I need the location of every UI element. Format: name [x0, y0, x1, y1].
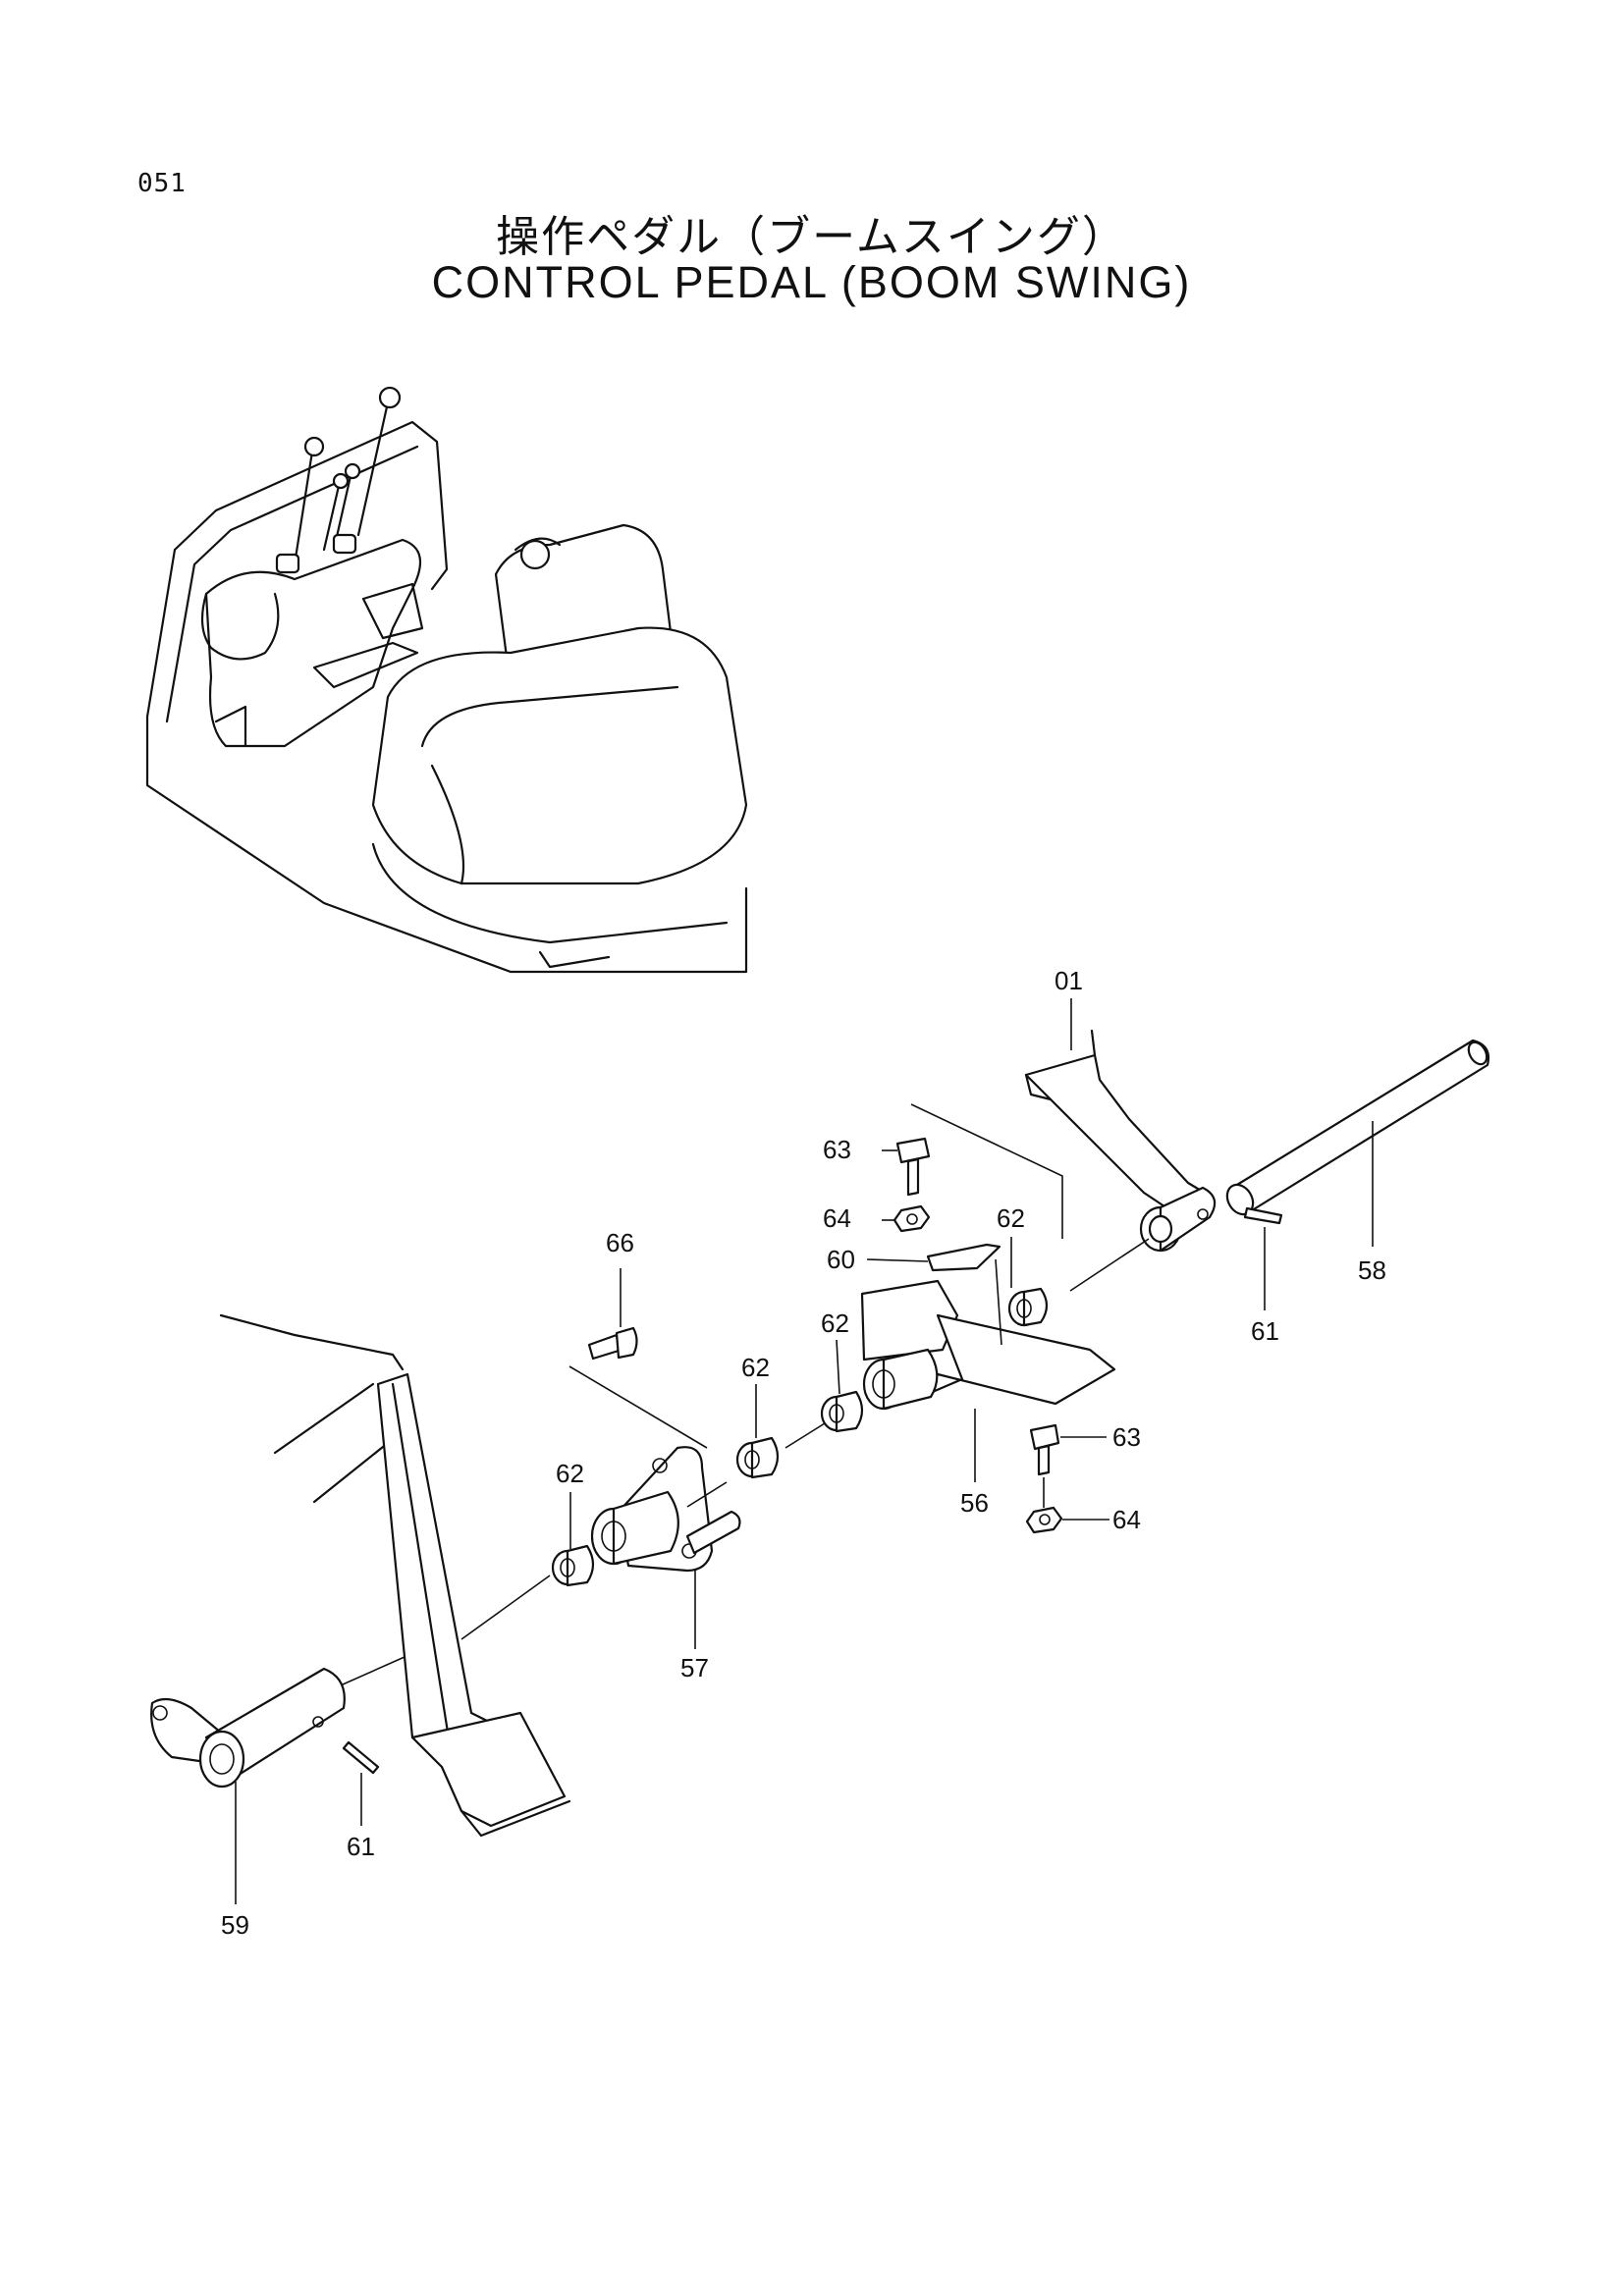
operator-station-overview [145, 386, 748, 974]
part-63-bolt-lower [1029, 1423, 1060, 1476]
part-61-pin-upper [1243, 1206, 1283, 1225]
callout-62-left: 62 [556, 1459, 584, 1488]
part-01-pedal [1024, 1029, 1215, 1214]
part-62-bushing-c [735, 1436, 780, 1479]
part-57-flange [590, 1446, 741, 1573]
part-58-shaft [1225, 1039, 1490, 1216]
pedal-arm-and-floor-bracket [219, 1313, 571, 1838]
part-62-bushing-a [1007, 1287, 1049, 1327]
callout-62-middle: 62 [821, 1308, 849, 1338]
part-59-lever [150, 1667, 346, 1789]
part-pedal-boss [1139, 1186, 1217, 1253]
part-62-bushing-d [551, 1544, 595, 1587]
part-66-bolt [587, 1326, 638, 1361]
part-64-nut-upper [893, 1204, 931, 1233]
part-60-plate [926, 1243, 1001, 1272]
callout-56: 56 [960, 1488, 989, 1518]
callout-63-upper: 63 [823, 1135, 851, 1164]
callout-60: 60 [827, 1245, 855, 1274]
part-63-bolt-upper [895, 1137, 931, 1197]
callout-63-lower: 63 [1112, 1422, 1141, 1452]
callout-66: 66 [606, 1228, 634, 1257]
title-english: CONTROL PEDAL (BOOM SWING) [431, 257, 1192, 307]
callout-64-lower: 64 [1112, 1505, 1141, 1534]
part-62-bushing-b [820, 1390, 864, 1433]
callout-57: 57 [680, 1653, 709, 1682]
callout-62-center: 62 [741, 1353, 770, 1382]
part-56-bracket [860, 1279, 1116, 1411]
callout-58: 58 [1358, 1255, 1386, 1285]
page-number: 051 [137, 169, 187, 198]
callout-61-lower: 61 [347, 1832, 375, 1861]
callout-64-upper: 64 [823, 1203, 851, 1233]
callout-62-upper: 62 [997, 1203, 1025, 1233]
callout-01: 01 [1055, 966, 1083, 995]
callout-61-upper: 61 [1251, 1316, 1279, 1346]
part-61-pin-lower [342, 1740, 380, 1775]
part-64-nut-lower [1025, 1506, 1063, 1534]
title-japanese: 操作ペダル（ブームスイング） [496, 212, 1127, 262]
callout-59: 59 [221, 1910, 249, 1940]
